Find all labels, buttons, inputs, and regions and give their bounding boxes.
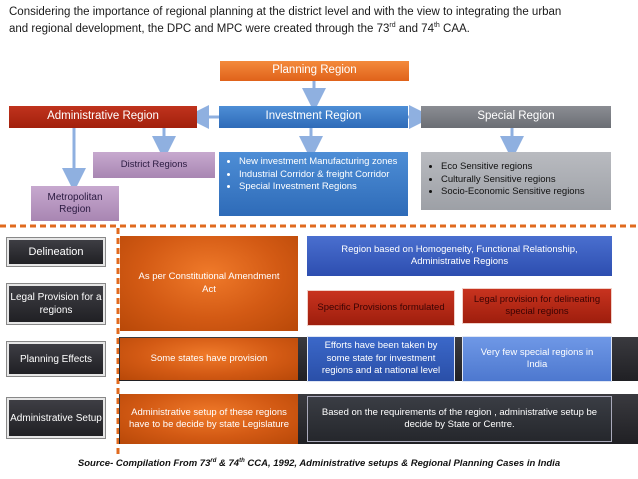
intro-line-2-end: CAA. (439, 23, 470, 35)
source-sup-th: th (239, 457, 245, 464)
investment-region-label: Investment Region (265, 110, 362, 123)
administrative-region-label: Administrative Region (47, 110, 159, 123)
row-label-planning-effects-text: Planning Effects (19, 353, 93, 365)
efforts-taken-text: Efforts have been taken by some state fo… (321, 340, 441, 377)
specific-provisions-box: Specific Provisions formulated (307, 290, 455, 326)
administrative-region-box: Administrative Region (9, 106, 197, 128)
investment-bullet-list: New investment Manufacturing zones Indus… (225, 156, 402, 194)
very-few-special-text: Very few special regions in India (480, 346, 594, 371)
intro-line-1: Considering the importance of regional p… (9, 6, 562, 18)
intro-text: Considering the importance of regional p… (9, 4, 631, 38)
intro-line-2-mid: and 74 (395, 23, 434, 35)
intro-sup-rd: rd (389, 22, 396, 30)
metropolitan-region-label: Metropolitan Region (47, 191, 103, 215)
source-end: CCA, 1992, Administrative setups & Regio… (244, 458, 561, 469)
metropolitan-region-box: Metropolitan Region (31, 186, 119, 221)
legal-provision-delineating-box: Legal provision for delineating special … (462, 288, 612, 324)
source-mid: & 74 (216, 458, 240, 469)
based-on-requirements-box: Based on the requirements of the region … (307, 396, 612, 442)
region-based-on-text: Region based on Homogeneity, Functional … (341, 243, 578, 268)
admin-setup-state-text: Administrative setup of these regions ha… (128, 406, 290, 431)
investment-region-box: Investment Region (219, 106, 408, 128)
region-based-on-box: Region based on Homogeneity, Functional … (307, 236, 612, 276)
constitutional-amendment-text: As per Constitutional Amendment Act (138, 271, 280, 295)
special-bullet-item: Culturally Sensitive regions (441, 174, 605, 187)
row-label-legal-provision: Legal Provision for a regions (7, 284, 105, 324)
intro-sup-th: th (433, 22, 440, 30)
row-label-administrative-setup-text: Administrative Setup (10, 412, 102, 424)
based-on-requirements-text: Based on the requirements of the region … (321, 406, 598, 431)
some-states-text: Some states have provision (150, 352, 268, 364)
source-caption: Source- Compilation From 73rd & 74th CCA… (0, 458, 638, 469)
district-regions-box: District Regions (93, 152, 215, 178)
row-label-legal-provision-text: Legal Provision for a regions (10, 292, 102, 316)
investment-bullet-item: New investment Manufacturing zones (239, 156, 402, 169)
planning-region-box: Planning Region (220, 61, 409, 81)
special-bullets-box: Eco Sensitive regions Culturally Sensiti… (421, 152, 611, 210)
special-region-box: Special Region (421, 106, 611, 128)
special-bullet-list: Eco Sensitive regions Culturally Sensiti… (427, 161, 605, 199)
legal-provision-delineating-text: Legal provision for delineating special … (473, 293, 601, 318)
district-regions-label: District Regions (120, 159, 188, 171)
some-states-box: Some states have provision (120, 338, 298, 380)
admin-setup-state-box: Administrative setup of these regions ha… (120, 394, 298, 444)
investment-bullets-box: New investment Manufacturing zones Indus… (219, 152, 408, 216)
special-region-label: Special Region (477, 110, 555, 123)
row-label-administrative-setup: Administrative Setup (7, 398, 105, 438)
efforts-taken-box: Efforts have been taken by some state fo… (307, 336, 455, 382)
row-label-delineation: Delineation (7, 238, 105, 266)
special-bullet-item: Socio-Economic Sensitive regions (441, 186, 605, 199)
source-part: Source- Compilation From 73 (77, 458, 211, 469)
constitutional-amendment-box: As per Constitutional Amendment Act (120, 236, 298, 331)
intro-line-2: and regional development, the DPC and MP… (9, 21, 631, 38)
very-few-special-box: Very few special regions in India (462, 336, 612, 382)
intro-line-2-part: and regional development, the DPC and MP… (9, 23, 390, 35)
specific-provisions-text: Specific Provisions formulated (317, 301, 445, 313)
planning-region-label: Planning Region (272, 64, 357, 77)
row-label-planning-effects: Planning Effects (7, 342, 105, 376)
investment-bullet-item: Special Investment Regions (239, 181, 402, 194)
row-label-delineation-text: Delineation (28, 245, 84, 258)
source-sup-rd: rd (210, 457, 217, 464)
investment-bullet-item: Industrial Corridor & freight Corridor (239, 169, 402, 182)
special-bullet-item: Eco Sensitive regions (441, 161, 605, 174)
